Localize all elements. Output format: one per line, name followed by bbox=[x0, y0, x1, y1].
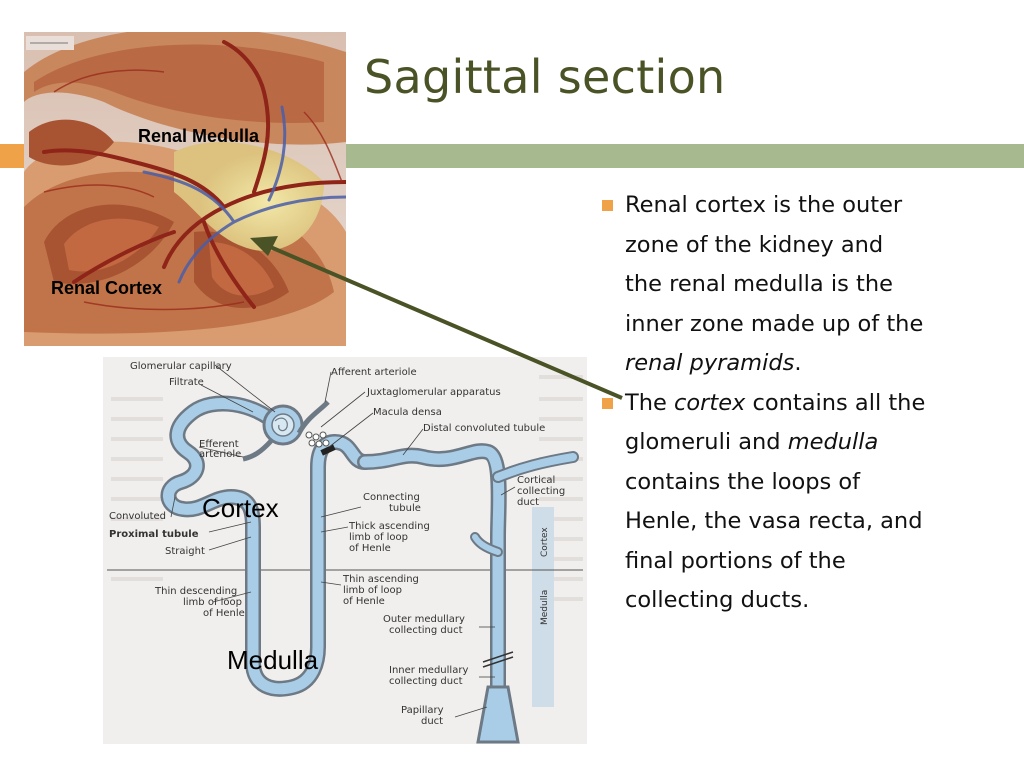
bullet-text-segment: glomeruli and bbox=[625, 429, 788, 455]
cortical-collecting-text-2: collecting bbox=[517, 486, 565, 497]
bullet-line: inner zone made up of the bbox=[625, 305, 990, 345]
inner-medullary-text-1: Inner medullary bbox=[389, 665, 468, 676]
thick-ascending-text-2: limb of loop bbox=[349, 532, 408, 543]
thin-descending-text-3: of Henle bbox=[203, 608, 245, 619]
connecting-tubule-text-2: tubule bbox=[389, 503, 421, 514]
papillary-duct-text-2: duct bbox=[421, 716, 443, 727]
bullet-line: The cortex contains all the bbox=[625, 384, 990, 424]
thin-descending-text-1: Thin descending bbox=[154, 586, 237, 597]
renal-medulla-label: Renal Medulla bbox=[138, 126, 260, 146]
bullet-text-segment: the renal medulla is the bbox=[625, 271, 893, 297]
slide-title: Sagittal section bbox=[364, 50, 726, 104]
bullet-list: Renal cortex is the outer zone of the kid… bbox=[600, 186, 990, 621]
bullet-line: final portions of the bbox=[625, 542, 990, 582]
bullet-text-segment: contains all the bbox=[745, 389, 926, 416]
bullet-text-segment: Renal cortex is the outer bbox=[625, 192, 903, 218]
bullet-text-segment: collecting ducts. bbox=[625, 587, 810, 613]
proximal-tubule-text: Proximal tubule bbox=[109, 529, 199, 540]
cortex-zone-label: Cortex bbox=[202, 493, 279, 523]
side-cortex-text: Cortex bbox=[540, 527, 550, 557]
filtrate-text: Filtrate bbox=[169, 377, 204, 388]
thin-descending-text-2: limb of loop bbox=[183, 597, 242, 608]
efferent-arteriole-text-1: Efferent bbox=[199, 439, 239, 450]
thin-ascending-text-2: limb of loop bbox=[343, 585, 402, 596]
distal-convoluted-text: Distal convoluted tubule bbox=[423, 423, 545, 434]
thin-ascending-text-3: of Henle bbox=[343, 596, 385, 607]
bullet-item: Renal cortex is the outer zone of the kid… bbox=[600, 186, 990, 384]
side-medulla-text: Medulla bbox=[540, 590, 550, 625]
papillary-duct-text-1: Papillary bbox=[401, 705, 444, 716]
medulla-zone-label: Medulla bbox=[227, 645, 319, 675]
bullet-line: contains the loops of bbox=[625, 463, 990, 503]
bullet-text-segment: final portions of the bbox=[625, 547, 846, 574]
connecting-tubule-text-1: Connecting bbox=[363, 492, 420, 503]
convoluted-text: Convoluted bbox=[109, 511, 166, 522]
inner-medullary-text-2: collecting duct bbox=[389, 676, 463, 687]
bullet-line: renal pyramids. bbox=[625, 344, 990, 384]
glomerular-capillary-text: Glomerular capillary bbox=[130, 361, 232, 372]
thin-ascending-text-1: Thin ascending bbox=[342, 574, 419, 585]
afferent-arteriole-text: Afferent arteriole bbox=[331, 367, 417, 378]
nephron-diagram: Cortex Medulla bbox=[103, 357, 587, 744]
bullet-line: zone of the kidney and bbox=[625, 226, 990, 266]
bullet-line: glomeruli and medulla bbox=[625, 423, 990, 463]
bullet-text-segment: renal pyramids bbox=[625, 350, 795, 376]
straight-text: Straight bbox=[165, 546, 205, 557]
outer-medullary-text-2: collecting duct bbox=[389, 625, 463, 636]
bullet-line: collecting ducts. bbox=[625, 581, 990, 621]
outer-medullary-text-1: Outer medullary bbox=[383, 614, 465, 625]
bullet-square-icon bbox=[602, 200, 613, 211]
bullet-text-segment: medulla bbox=[787, 429, 879, 455]
bullet-text-segment: The bbox=[625, 389, 674, 416]
cortical-collecting-text-1: Cortical bbox=[517, 475, 555, 486]
thick-ascending-text-3: of Henle bbox=[349, 543, 391, 554]
bullet-line: Renal cortex is the outer bbox=[625, 186, 990, 226]
thick-ascending-text-1: Thick ascending bbox=[348, 521, 430, 532]
bullet-text-segment: inner zone made up of the bbox=[625, 310, 924, 337]
bullet-line: Henle, the vasa recta, and bbox=[625, 502, 990, 542]
bullet-text-segment: cortex bbox=[674, 389, 746, 416]
kidney-section-image: Renal Medulla Renal Cortex bbox=[24, 27, 348, 346]
efferent-arteriole-text-2: arteriole bbox=[199, 449, 241, 460]
orange-accent-bar bbox=[0, 144, 24, 168]
macula-densa-text: Macula densa bbox=[373, 407, 442, 418]
bullet-text-segment: Henle, the vasa recta, and bbox=[625, 508, 923, 534]
green-accent-bar bbox=[346, 144, 1024, 168]
bullet-text-segment: zone of the kidney and bbox=[625, 231, 884, 258]
bullet-square-icon bbox=[602, 397, 613, 409]
juxtaglomerular-text: Juxtaglomerular apparatus bbox=[366, 387, 501, 398]
renal-cortex-label: Renal Cortex bbox=[51, 278, 163, 298]
bullet-text-segment: contains the loops of bbox=[625, 468, 861, 495]
bullet-line: the renal medulla is the bbox=[625, 265, 990, 305]
cortical-collecting-text-3: duct bbox=[517, 497, 539, 508]
bullet-text-segment: . bbox=[794, 350, 802, 376]
